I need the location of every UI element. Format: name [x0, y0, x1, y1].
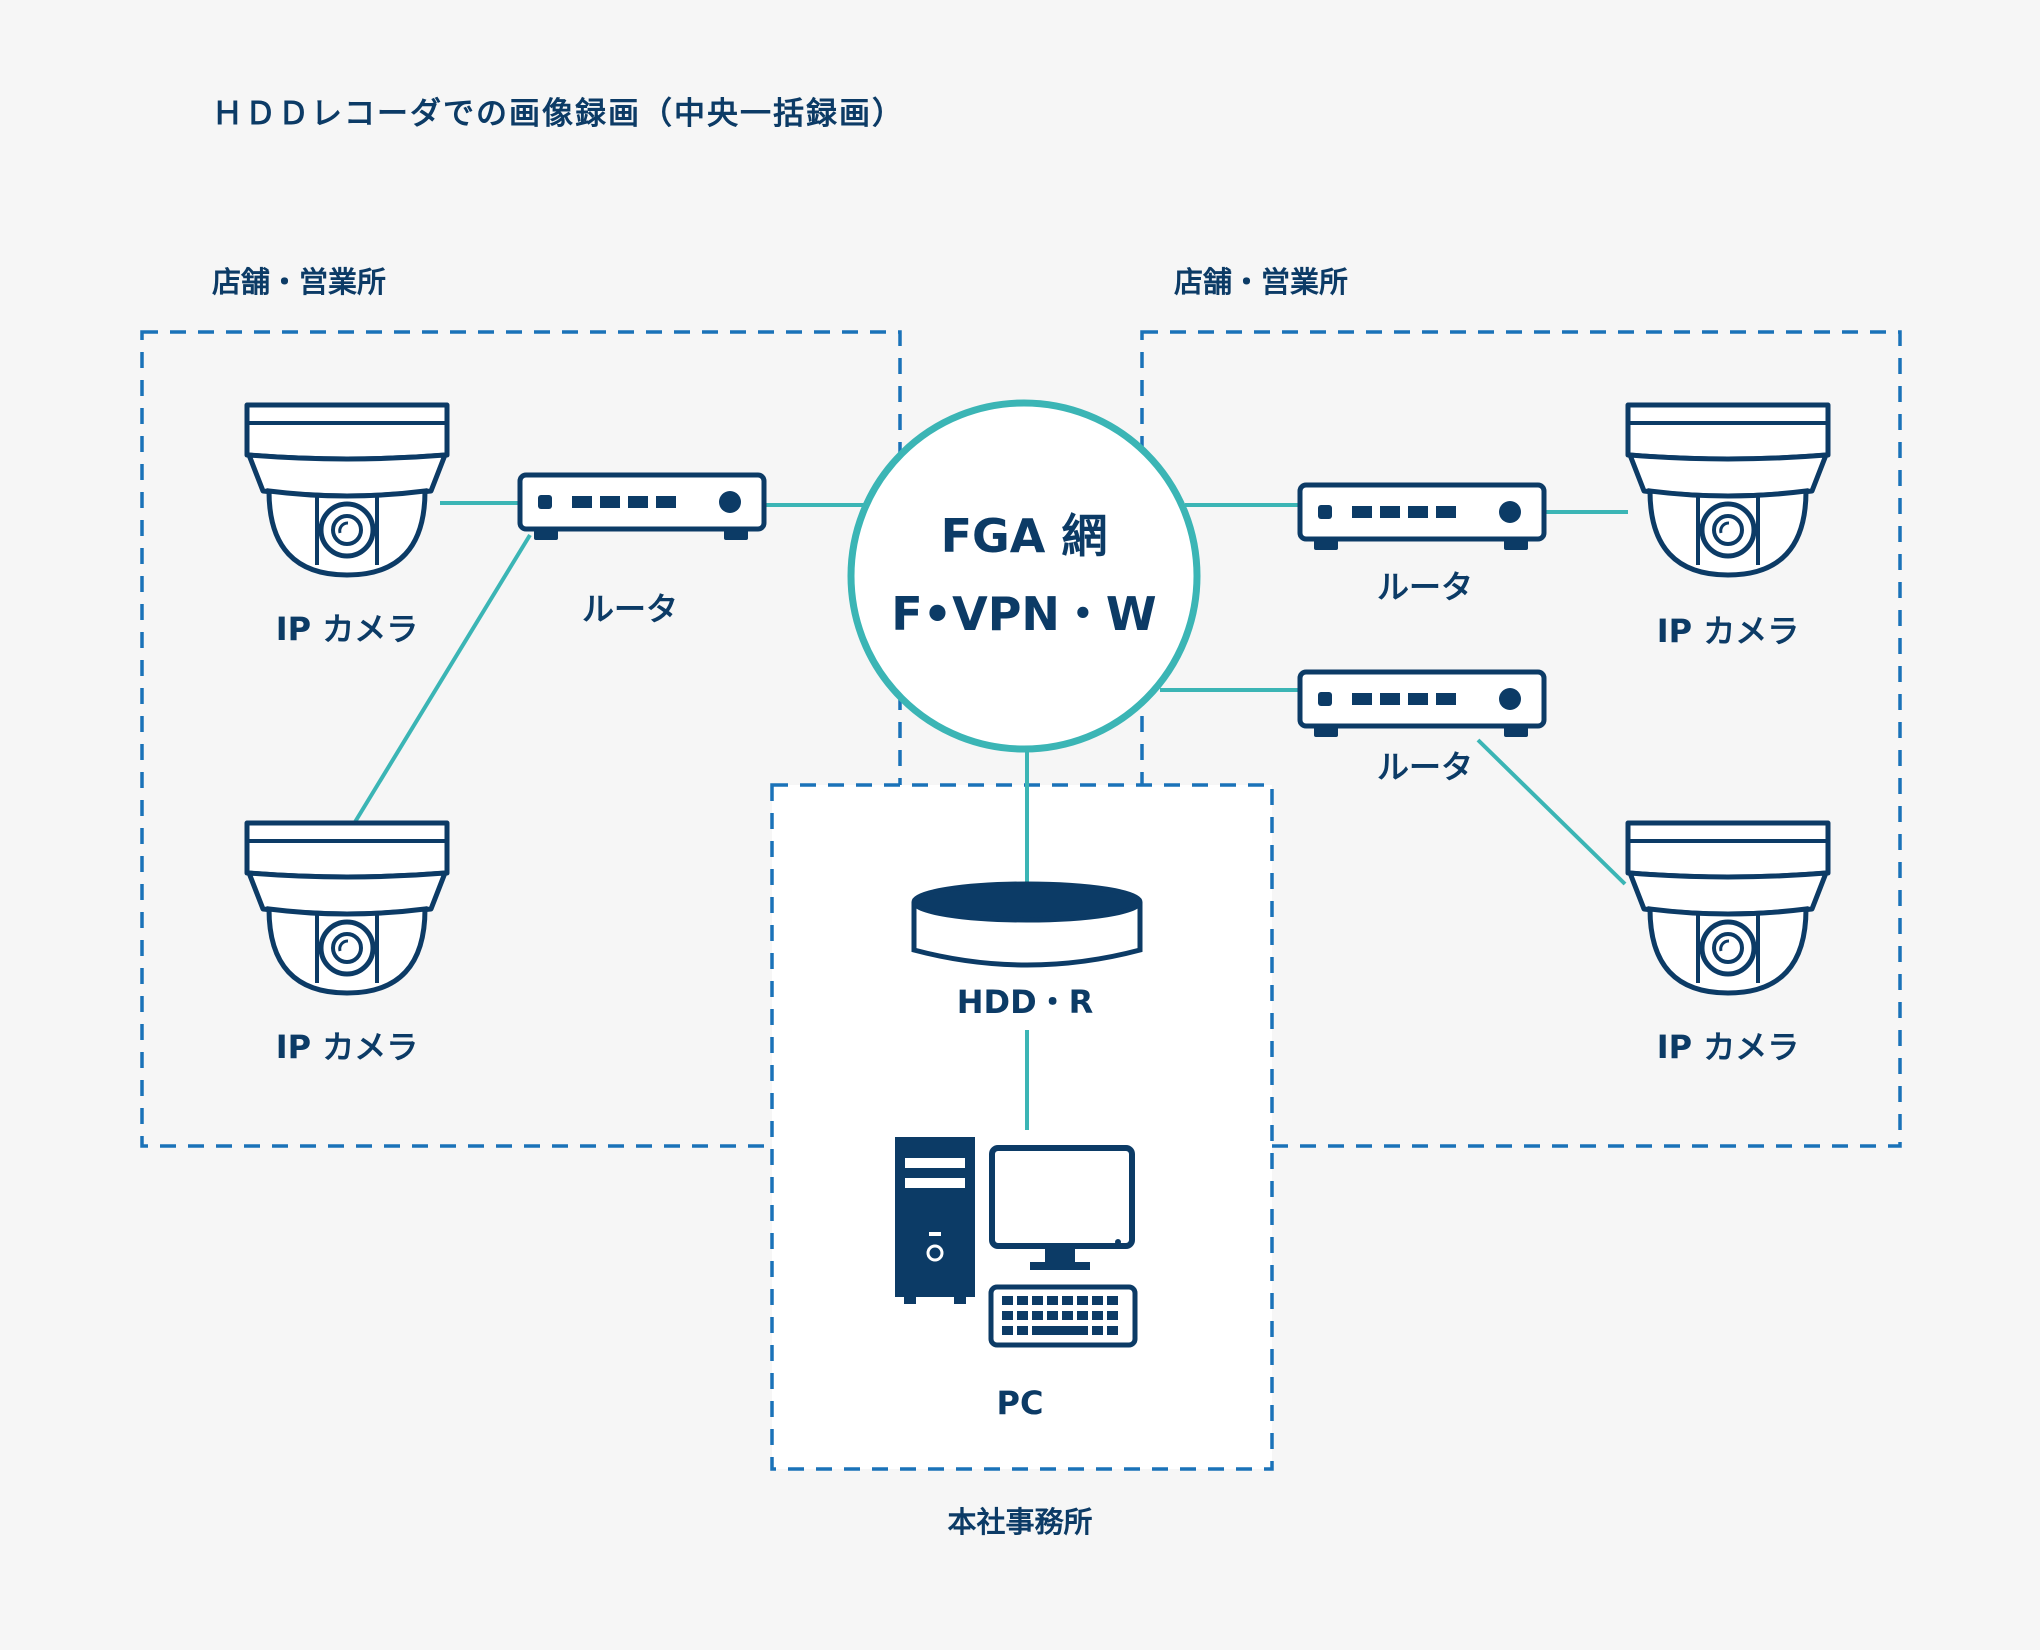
left-site-label: 店舗・営業所	[212, 265, 386, 299]
camera-label: IP カメラ	[276, 610, 419, 648]
router-icon	[520, 475, 764, 540]
hdd-label: HDD・R	[957, 983, 1094, 1021]
right-site-label: 店舗・営業所	[1174, 265, 1348, 299]
router-label: ルータ	[1377, 748, 1473, 786]
hq-label: 本社事務所	[947, 1505, 1092, 1539]
right-site-region	[1140, 330, 1902, 1148]
router-icon	[1300, 485, 1544, 550]
pc-label: PC	[997, 1384, 1044, 1422]
network-hub	[847, 399, 1201, 753]
hq-region	[770, 783, 1274, 1471]
link-router1-cam2	[353, 533, 532, 824]
diagram-title: ＨＤＤレコーダでの画像録画（中央一括録画）	[212, 96, 905, 132]
router-label: ルータ	[582, 590, 678, 628]
dome-camera-icon	[1628, 405, 1828, 575]
network-label-line1: FGA 網	[941, 509, 1108, 563]
desktop-pc-icon	[895, 1137, 1138, 1348]
router-label: ルータ	[1377, 568, 1473, 606]
camera-label: IP カメラ	[1657, 612, 1800, 650]
network-links	[353, 501, 1628, 1130]
network-label-line2: F•VPN・W	[891, 587, 1156, 641]
dome-camera-icon	[247, 823, 447, 993]
left-site-region	[140, 330, 902, 1148]
camera-label: IP カメラ	[276, 1028, 419, 1066]
hdd-recorder-icon	[911, 881, 1143, 968]
dome-camera-icon	[247, 405, 447, 575]
link-router3-cam4	[1476, 738, 1627, 886]
camera-label: IP カメラ	[1657, 1028, 1800, 1066]
dome-camera-icon	[1628, 823, 1828, 993]
router-icon	[1300, 672, 1544, 737]
